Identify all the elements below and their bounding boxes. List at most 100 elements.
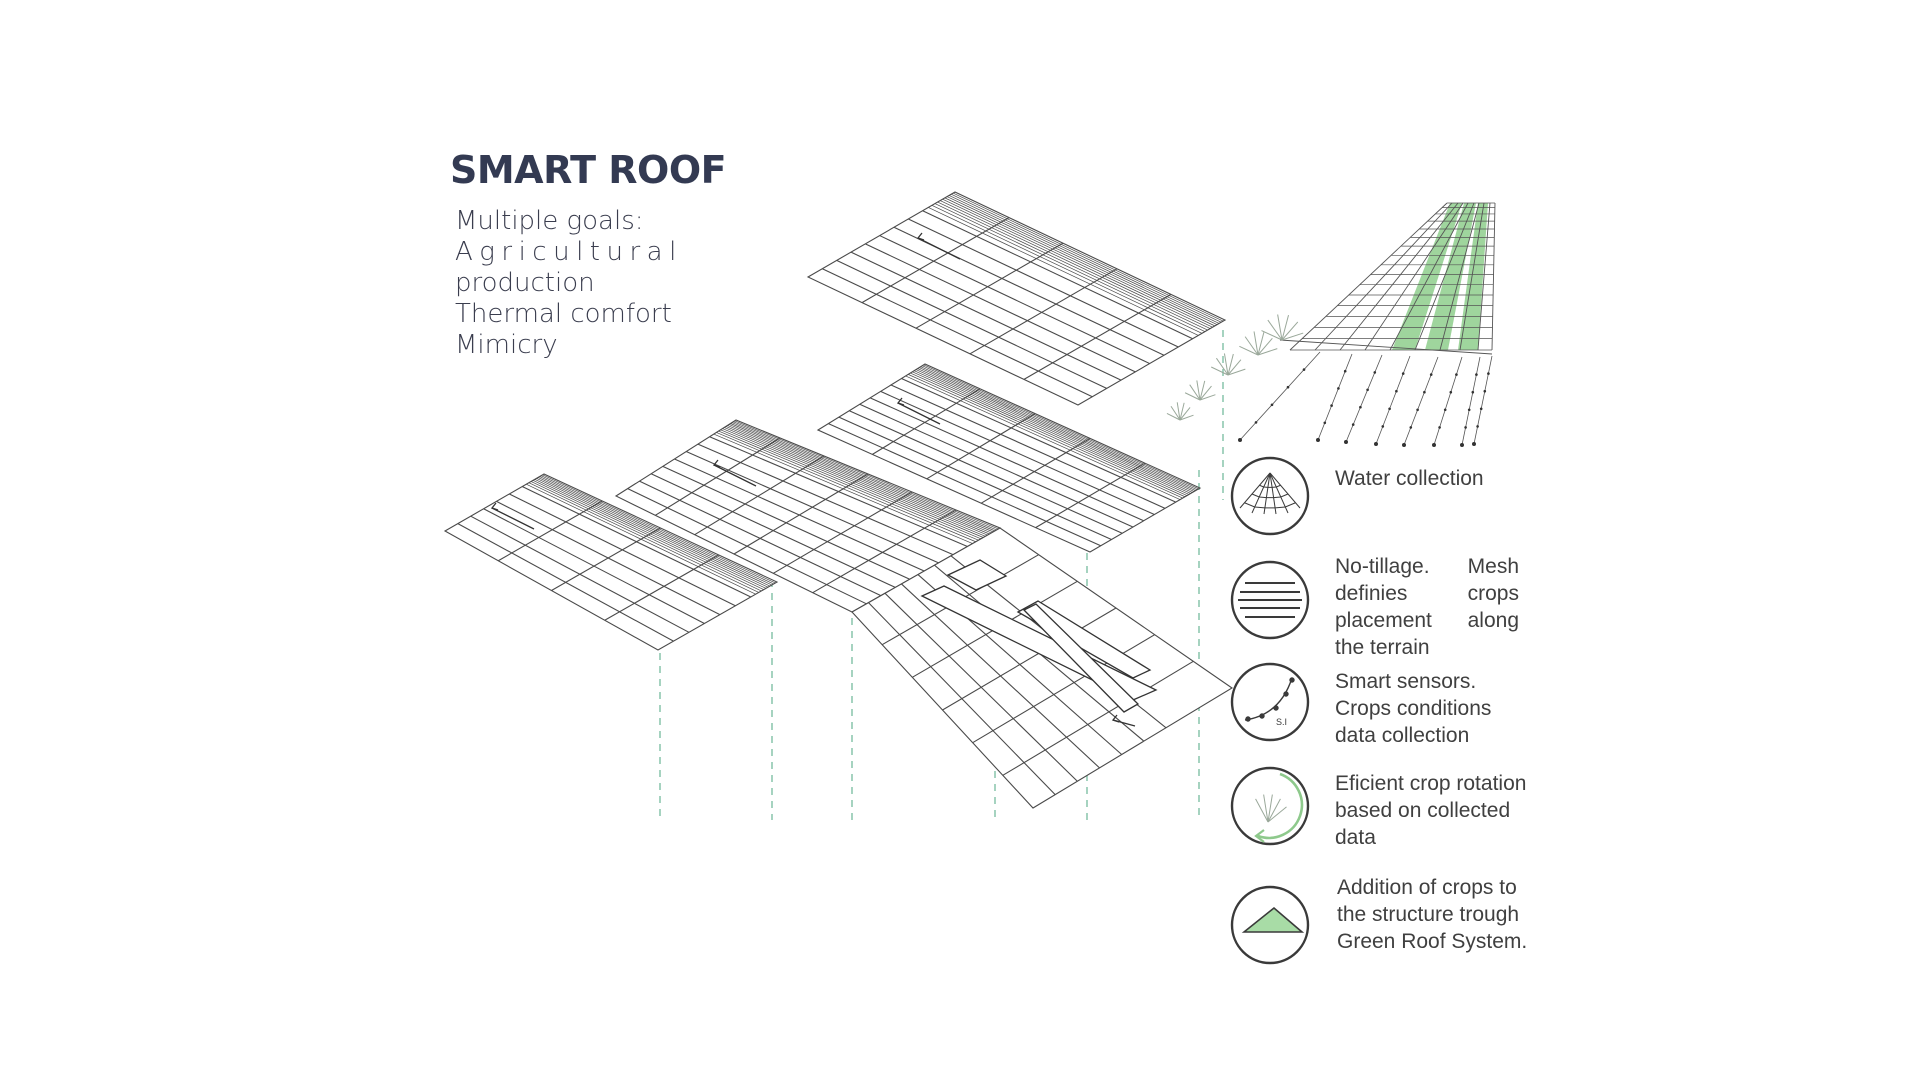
plant-stroke xyxy=(1261,330,1283,341)
left-roof-panel-cross-line xyxy=(540,475,774,585)
perspective-mesh xyxy=(1238,202,1496,447)
lower-sloped-roof-panel-grid-line xyxy=(972,634,1155,744)
sensor-dot xyxy=(1270,403,1274,407)
roof-inner-strips xyxy=(920,559,1158,713)
sensor-dot xyxy=(1471,390,1475,394)
web-ring xyxy=(1244,502,1296,509)
plant-stroke xyxy=(1199,380,1206,401)
upper-middle-roof-panel-cross-line xyxy=(920,366,1196,491)
sensor-point xyxy=(1245,716,1251,722)
sensor-point xyxy=(1259,713,1265,719)
smart-sensor-icon: S.I xyxy=(1244,677,1295,727)
plant-stroke xyxy=(1257,331,1265,356)
central-roof-panel-cross-line xyxy=(685,451,939,564)
legend-text-no-tillage: No-tillage. Mesh definies crops placemen… xyxy=(1335,555,1519,659)
central-roof-panel-cross-line xyxy=(674,458,925,572)
mesh-line xyxy=(1289,202,1448,351)
slope-arrows xyxy=(490,232,1136,727)
plant-stroke xyxy=(1281,321,1299,341)
upper-middle-roof-panel-grid-line xyxy=(1035,462,1146,529)
web-rib xyxy=(1263,472,1271,515)
sensor-dot xyxy=(1432,443,1436,447)
central-roof-panel-grid-line xyxy=(773,491,913,574)
sensor-line xyxy=(1317,353,1353,441)
sensor-dot xyxy=(1343,369,1347,373)
sensor-line xyxy=(1461,356,1481,446)
legend-text-green-roof: Addition of crops to the structure troug… xyxy=(1337,876,1528,953)
central-roof-panel-cross-line xyxy=(725,426,988,536)
sensor-dot xyxy=(1395,389,1398,393)
sensor-point xyxy=(1273,705,1279,711)
sensor-dot xyxy=(1464,426,1467,429)
central-roof-panel-grid-line xyxy=(812,509,957,594)
central-roof-panel-cross-line xyxy=(733,421,997,531)
central-roof-panel-cross-line xyxy=(720,429,982,540)
slope-arrow-shaft xyxy=(713,464,757,487)
sensor-dot xyxy=(1351,423,1355,426)
plant-sketch xyxy=(1166,314,1304,421)
sensor-line xyxy=(1433,356,1463,446)
sensor-dot xyxy=(1366,388,1369,392)
plant-stroke xyxy=(1216,357,1229,376)
top-roof-panel-grid-line xyxy=(861,217,1010,304)
upper-middle-roof-panel-grid-line xyxy=(872,388,981,455)
left-roof-panel-cross-line xyxy=(539,476,772,586)
plant-stroke xyxy=(1257,337,1273,356)
plant-stroke xyxy=(1281,332,1304,341)
mesh-line xyxy=(1389,202,1469,351)
central-roof-panel-grid-line xyxy=(694,455,825,536)
mesh-line xyxy=(1339,202,1459,351)
plant-stroke xyxy=(1239,345,1259,356)
sensor-dot xyxy=(1381,425,1385,428)
plant-stroke xyxy=(1257,348,1278,356)
goals-list: Multiple goals: Agricultural production … xyxy=(455,206,685,361)
sensor-dot xyxy=(1416,408,1419,412)
sensor-dot xyxy=(1423,390,1426,394)
upper-middle-roof-panel-cross-line xyxy=(880,390,1155,516)
central-roof-panel-cross-line xyxy=(734,420,999,530)
sensor-dot xyxy=(1337,387,1340,390)
central-roof-panel xyxy=(614,419,1002,613)
top-roof-panel-cross-line xyxy=(879,235,1150,365)
upper-middle-roof-panel-cross-line xyxy=(859,403,1134,528)
central-roof-panel-cross-line xyxy=(727,425,990,535)
left-roof-panel-cross-line xyxy=(532,480,764,590)
sensor-dot xyxy=(1467,408,1471,412)
plant-stroke xyxy=(1170,405,1181,421)
plant-leaf xyxy=(1263,794,1269,823)
plant-stroke xyxy=(1227,368,1246,376)
plant-leaf xyxy=(1255,798,1269,823)
top-roof-panel-cross-line xyxy=(944,197,1215,327)
sensor-line xyxy=(1345,354,1383,443)
plant-stroke xyxy=(1199,385,1212,401)
sensor-line xyxy=(1473,355,1493,445)
goals-heading: Multiple goals: xyxy=(455,206,644,236)
legend-text-water: Water collection xyxy=(1335,467,1484,490)
upper-middle-roof-panel-cross-line xyxy=(917,368,1193,493)
sensor-point xyxy=(1289,677,1295,683)
plant-stroke xyxy=(1189,384,1201,401)
sensor-dot xyxy=(1359,405,1362,409)
legend-icons: S.I xyxy=(1230,456,1310,965)
goal-item: Thermal comfort xyxy=(455,299,672,329)
left-roof-panel-cross-line xyxy=(534,479,767,589)
plant-stroke xyxy=(1227,353,1234,376)
legend-icon-circle xyxy=(1230,662,1310,742)
top-roof-panel-outline xyxy=(806,191,1227,406)
plant-leaf xyxy=(1267,806,1287,823)
slope-arrow-shaft xyxy=(897,402,941,425)
upper-middle-roof-panel-cross-line xyxy=(922,365,1198,491)
central-roof-panel-cross-line xyxy=(724,427,986,537)
slope-arrow-head xyxy=(1111,714,1120,723)
mesh-base-line xyxy=(1279,339,1493,355)
lower-sloped-roof-panel-grid-line xyxy=(1002,660,1194,776)
sensor-dot xyxy=(1483,389,1487,393)
top-roof-panel-cross-line xyxy=(946,196,1218,325)
sensor-dot xyxy=(1443,408,1447,412)
mesh-line xyxy=(1414,202,1475,351)
plant-stroke xyxy=(1196,380,1201,401)
left-roof-panel-cross-line xyxy=(483,508,705,624)
left-roof-panel-cross-line xyxy=(528,482,759,593)
lower-sloped-roof-panel-cross-line xyxy=(901,583,1100,769)
central-roof-panel-grid-line xyxy=(733,473,869,555)
